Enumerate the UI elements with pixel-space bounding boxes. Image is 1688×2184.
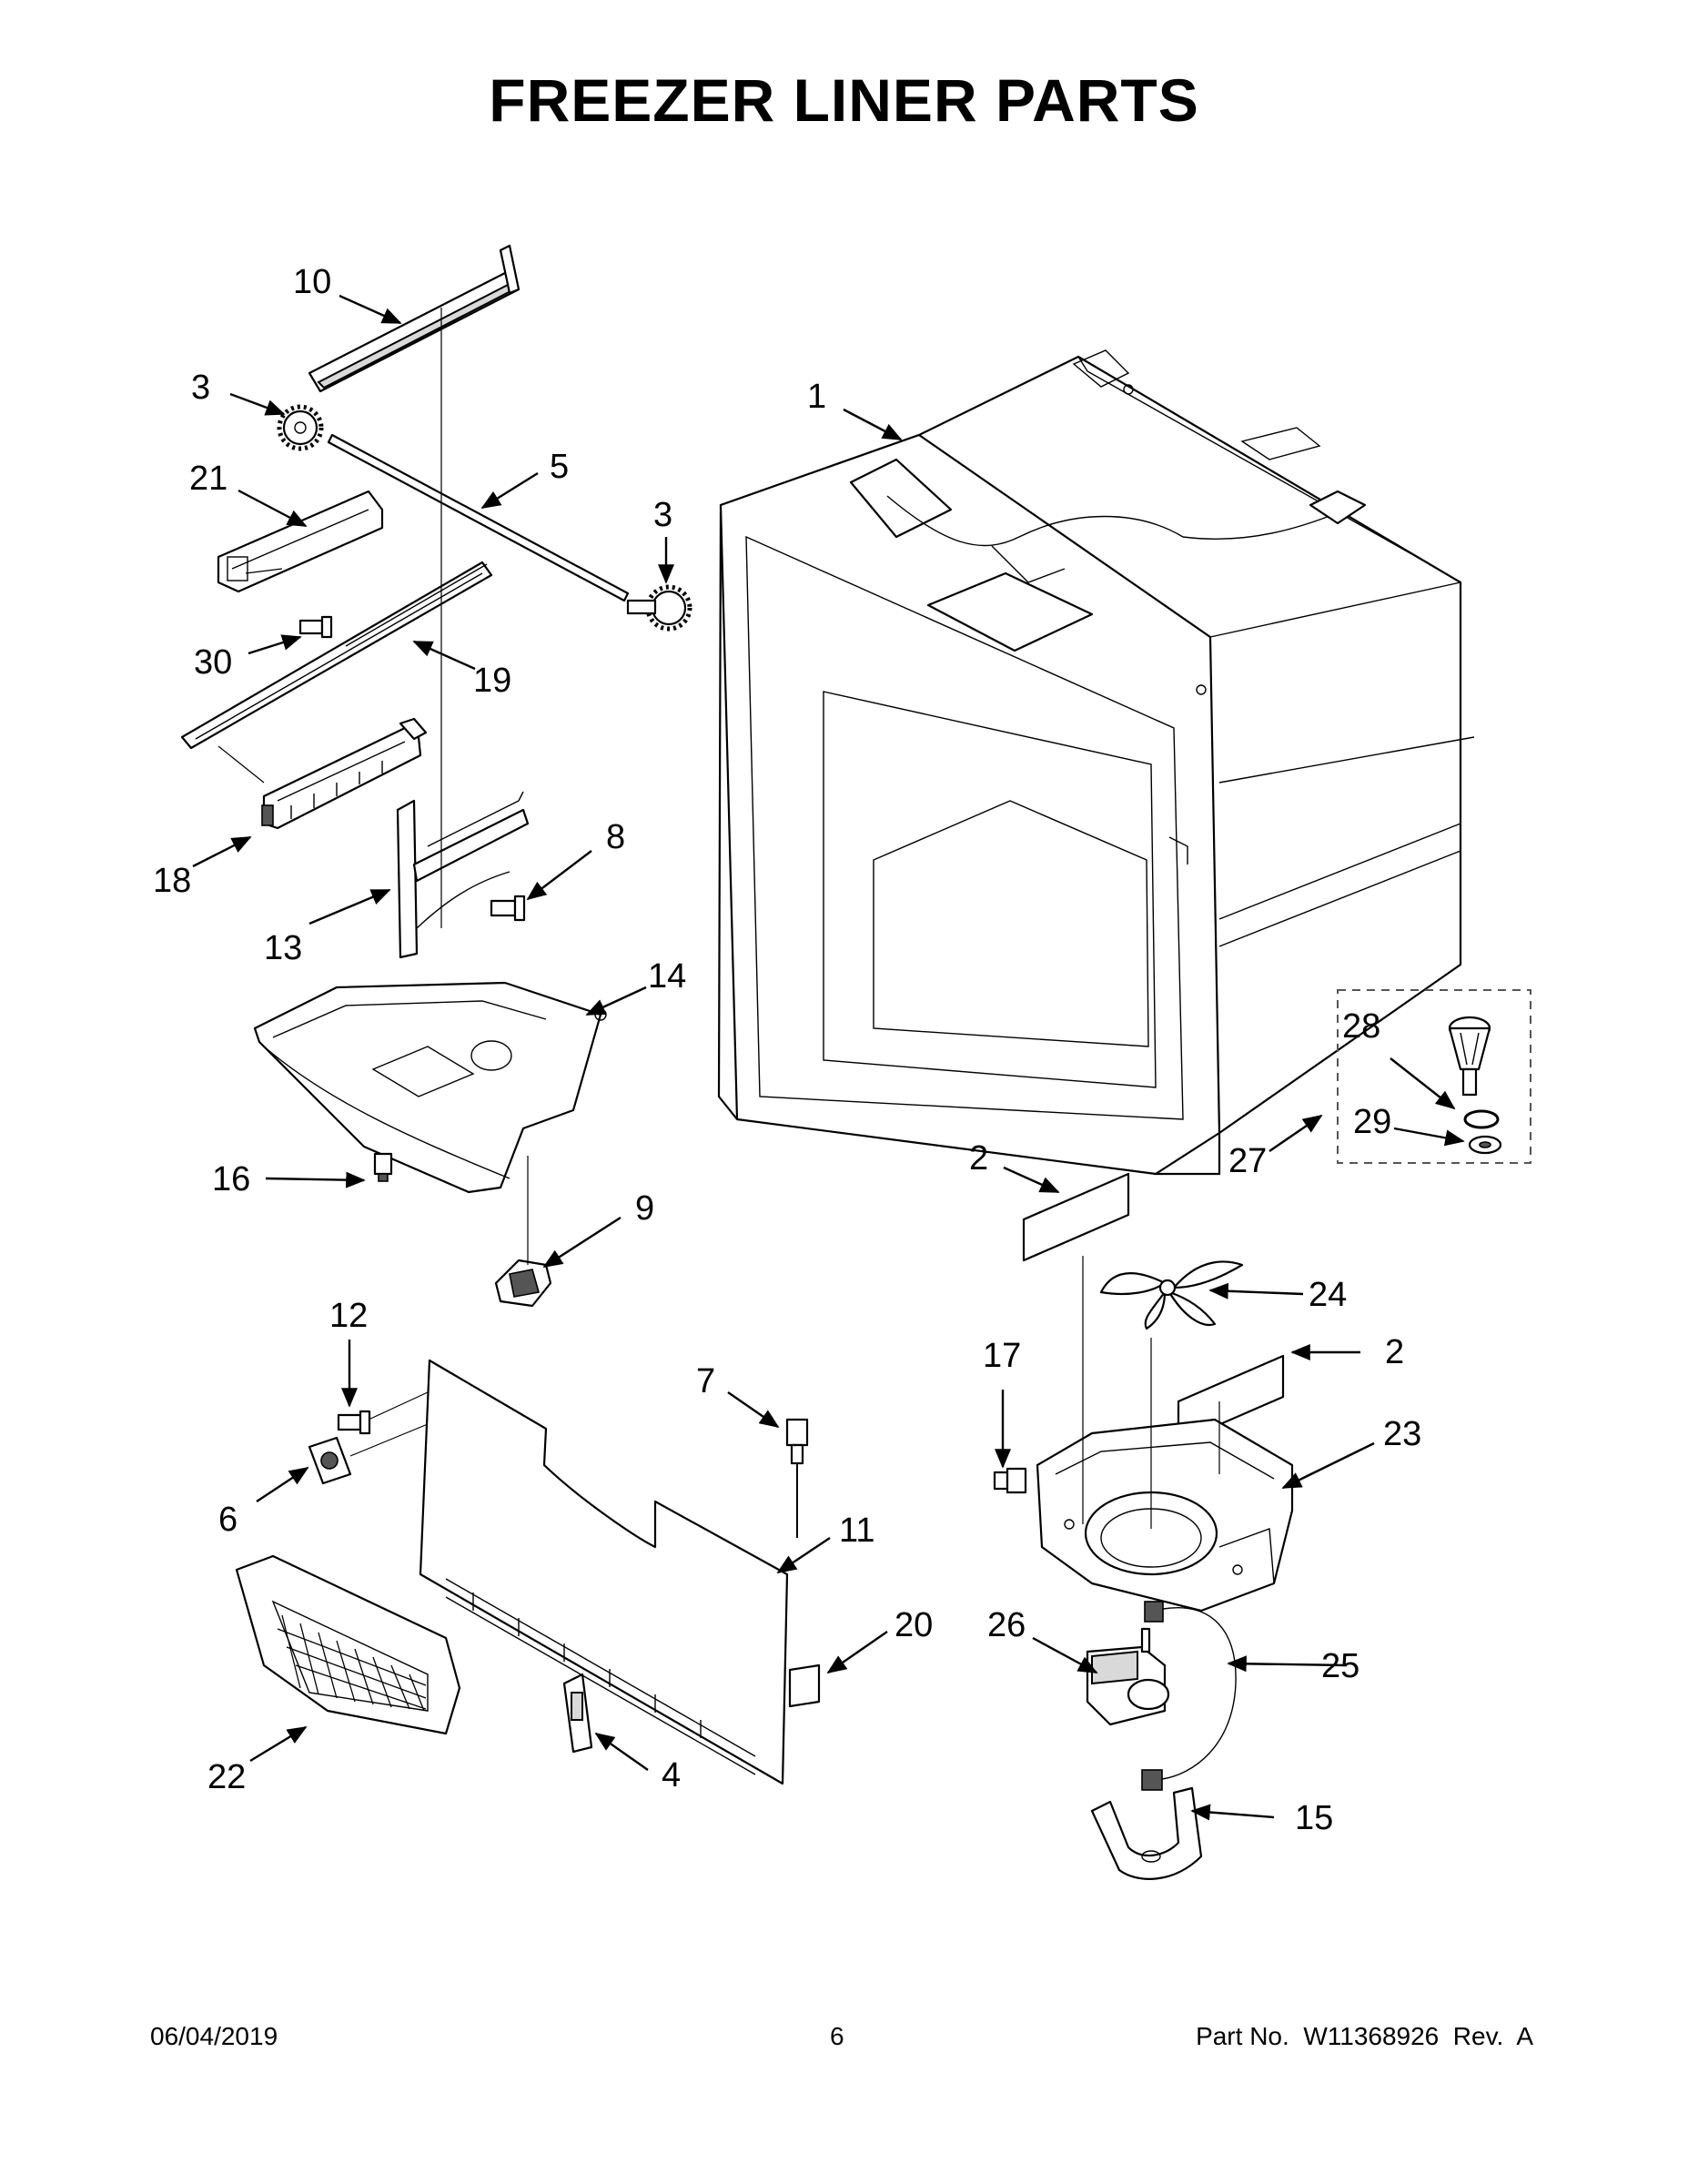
gear-part-upper bbox=[277, 404, 324, 451]
callout-labels: 10 3 1 21 5 3 30 19 18 8 13 14 16 9 12 6… bbox=[153, 263, 1421, 1837]
callout-27: 27 bbox=[1228, 1142, 1267, 1180]
footer-date: 06/04/2019 bbox=[150, 2022, 278, 2050]
callout-7: 7 bbox=[696, 1362, 715, 1400]
wire-harness-part bbox=[1141, 1601, 1237, 1791]
slide-rail-part bbox=[180, 561, 493, 750]
bracket-part-21 bbox=[217, 490, 384, 593]
callout-17: 17 bbox=[983, 1337, 1021, 1375]
callout-1: 1 bbox=[807, 378, 826, 416]
callout-6: 6 bbox=[218, 1501, 238, 1539]
shaft-part bbox=[327, 433, 630, 602]
rail-part bbox=[308, 244, 521, 393]
footer-part-number: Part No. W11368926 Rev. A bbox=[1196, 2022, 1533, 2050]
foam-pad-upper-part bbox=[1022, 1172, 1130, 1262]
callout-9: 9 bbox=[635, 1189, 654, 1228]
assembly-guide-lines bbox=[217, 308, 1220, 1529]
callout-11: 11 bbox=[839, 1512, 874, 1550]
callout-20: 20 bbox=[895, 1606, 933, 1644]
callout-29: 29 bbox=[1353, 1103, 1391, 1141]
callout-12: 12 bbox=[329, 1297, 368, 1335]
callout-3-upper: 3 bbox=[191, 369, 210, 407]
leader-arrows bbox=[192, 294, 1465, 1821]
callout-2-upper: 2 bbox=[969, 1139, 988, 1178]
callout-30: 30 bbox=[194, 643, 232, 682]
callout-14: 14 bbox=[648, 957, 686, 996]
latch-part bbox=[562, 1673, 593, 1754]
page-title: FREEZER LINER PARTS bbox=[489, 66, 1199, 134]
callout-2-lower: 2 bbox=[1385, 1333, 1404, 1371]
callout-19: 19 bbox=[473, 662, 511, 700]
screw-part-30 bbox=[298, 615, 333, 639]
rear-panel-part bbox=[419, 1359, 789, 1785]
bracket-part-18 bbox=[261, 717, 428, 830]
air-duct-housing-part bbox=[253, 981, 607, 1194]
washer-part bbox=[1468, 1135, 1502, 1155]
callout-13: 13 bbox=[264, 929, 302, 967]
o-ring-part bbox=[1463, 1109, 1500, 1129]
fan-blade-part bbox=[1099, 1260, 1244, 1330]
callout-26: 26 bbox=[987, 1606, 1026, 1644]
freezer-liner-part bbox=[717, 349, 1475, 1176]
screw-part-8 bbox=[490, 895, 526, 922]
sensor-part bbox=[785, 1418, 809, 1538]
callout-28: 28 bbox=[1342, 1007, 1380, 1046]
footer-page-number: 6 bbox=[830, 2022, 844, 2050]
callout-16: 16 bbox=[212, 1160, 250, 1198]
screw-part-17 bbox=[993, 1467, 1027, 1494]
motor-bracket-part bbox=[1090, 1786, 1203, 1880]
callout-22: 22 bbox=[207, 1758, 246, 1796]
callout-18: 18 bbox=[153, 862, 191, 900]
grille-part bbox=[235, 1554, 461, 1735]
callout-15: 15 bbox=[1295, 1799, 1333, 1837]
fan-motor-part bbox=[1086, 1627, 1170, 1726]
switch-part bbox=[308, 1436, 352, 1485]
callout-4: 4 bbox=[662, 1756, 681, 1795]
callout-10: 10 bbox=[293, 263, 331, 301]
gear-part-lower bbox=[626, 584, 692, 632]
callout-21: 21 bbox=[189, 460, 227, 498]
drain-kit-box bbox=[1337, 989, 1531, 1164]
callout-24: 24 bbox=[1309, 1276, 1347, 1314]
foam-strip-part bbox=[788, 1663, 821, 1708]
screw-part-12 bbox=[337, 1410, 371, 1435]
clip-part-16 bbox=[373, 1152, 393, 1182]
callout-5: 5 bbox=[550, 448, 569, 486]
callout-23: 23 bbox=[1383, 1415, 1421, 1453]
callout-8: 8 bbox=[606, 818, 625, 856]
callout-3-lower: 3 bbox=[653, 496, 672, 534]
callout-25: 25 bbox=[1321, 1647, 1359, 1685]
mounting-bracket-part bbox=[396, 791, 530, 959]
fan-shroud-part bbox=[1036, 1418, 1294, 1613]
damper-part bbox=[494, 1259, 552, 1308]
drain-fitting-part bbox=[1448, 1016, 1491, 1097]
